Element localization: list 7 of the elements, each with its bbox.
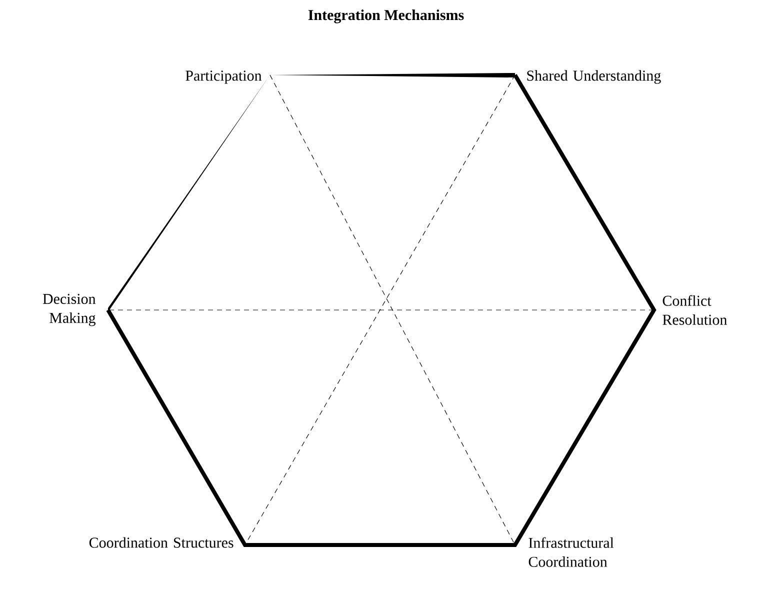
- chart-title: Integration Mechanisms: [308, 10, 464, 24]
- axis-label: Infrastructural Coordination: [528, 537, 614, 567]
- axis-label: Participation: [186, 70, 262, 84]
- axis-label: Shared Understanding: [527, 70, 661, 84]
- axis-label: Coordination Structures: [89, 537, 234, 548]
- axis-label: Decision Making: [42, 294, 96, 326]
- axis-label: Conflict Resolution: [662, 295, 727, 325]
